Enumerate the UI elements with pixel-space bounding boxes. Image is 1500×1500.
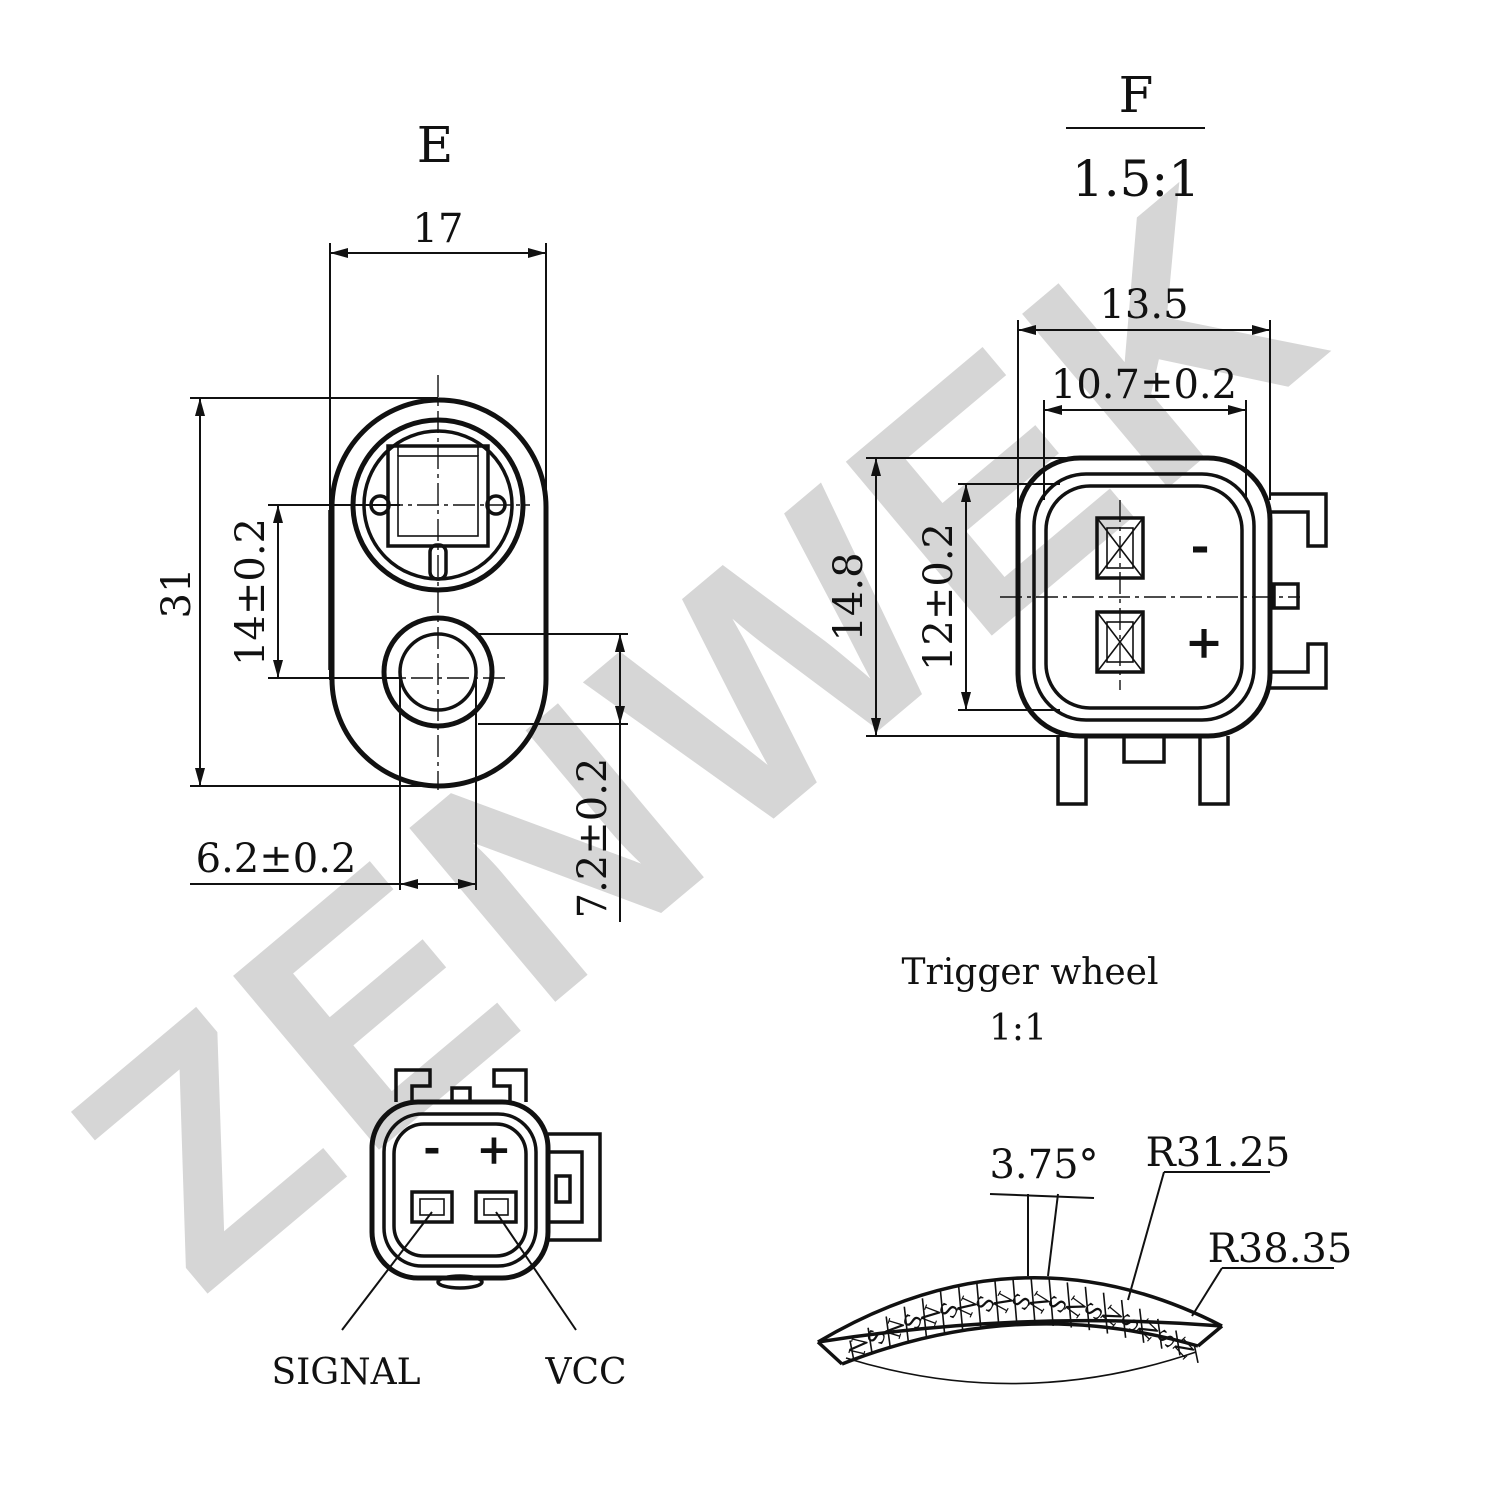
trigger-outer-radius: R38.35: [1208, 1226, 1353, 1272]
trigger-angle: 3.75°: [989, 1142, 1098, 1188]
view-f: F 1.5:1 13.5 10.7±0.2: [826, 66, 1328, 806]
trigger-wheel-scale: 1:1: [989, 1008, 1047, 1049]
dim-width-17: 17: [413, 206, 464, 252]
trigger-inner-radius: R31.25: [1146, 1130, 1291, 1176]
face-plus-label: +: [476, 1125, 511, 1174]
view-f-minus-label: -: [1190, 519, 1209, 573]
callout-vcc: VCC: [544, 1352, 626, 1393]
pole-divider: [1084, 1286, 1091, 1331]
pole-divider: [849, 1340, 855, 1362]
pole-divider: [957, 1285, 964, 1330]
dim-height-31: 31: [154, 568, 200, 619]
pole-divider: [885, 1316, 891, 1348]
pole-divider: [1048, 1279, 1054, 1326]
pole-divider: [1157, 1318, 1163, 1349]
pole-divider: [1102, 1292, 1109, 1334]
view-e: E 17 31: [154, 116, 628, 922]
dim-pitch-14: 14±0.2: [228, 518, 274, 666]
view-f-scale: 1.5:1: [1072, 150, 1200, 208]
view-e-title: E: [417, 116, 454, 174]
dim-outer-height: 14.8: [826, 552, 872, 641]
face-minus-label: -: [423, 1123, 440, 1172]
pole-divider: [975, 1281, 982, 1328]
dim-inner-width: 10.7±0.2: [1051, 362, 1237, 408]
pole-divider: [1193, 1343, 1199, 1364]
pole-label: S: [864, 1327, 892, 1348]
sensor-housing-outline: [329, 397, 549, 789]
wheel-inner-arc: [845, 1351, 1197, 1385]
wheel-outer-arc: [817, 1275, 1223, 1344]
connector-face: - + SIGNAL VCC: [271, 1068, 627, 1393]
trigger-wheel-title: Trigger wheel: [902, 952, 1159, 993]
pole-divider: [994, 1278, 1000, 1326]
pole-divider: [1138, 1308, 1145, 1343]
view-f-plus-label: +: [1185, 615, 1224, 669]
dim-hole-6-2: 6.2±0.2: [196, 836, 357, 882]
dim-inner-height: 12±0.2: [916, 523, 962, 671]
pole-divider: [1066, 1282, 1073, 1328]
pole-divider: [1175, 1330, 1181, 1356]
pole-divider: [903, 1306, 910, 1342]
pole-divider: [1120, 1299, 1127, 1338]
pole-divider: [1012, 1277, 1018, 1325]
dim-outer-width: 13.5: [1099, 282, 1188, 328]
pole-divider: [921, 1298, 928, 1337]
view-f-title: F: [1119, 66, 1154, 124]
callout-signal: SIGNAL: [271, 1352, 420, 1393]
pole-divider: [867, 1327, 873, 1354]
pole-divider: [939, 1291, 946, 1333]
dim-hole-7-2: 7.2±0.2: [570, 758, 616, 919]
pole-divider: [1030, 1277, 1036, 1326]
